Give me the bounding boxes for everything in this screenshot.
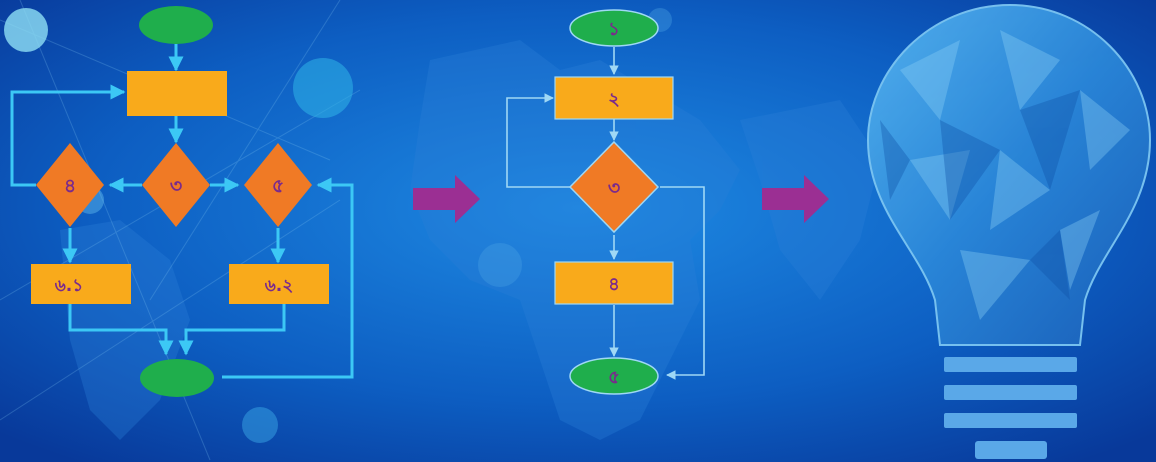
bulb-facets xyxy=(900,30,1130,320)
loop-connector xyxy=(222,177,354,379)
loop-connector xyxy=(10,84,126,187)
left-decision-4-label: ৪ xyxy=(64,175,76,197)
loop-connector xyxy=(506,93,570,188)
left-process-6-1-label: ৬.১ xyxy=(55,276,84,296)
left-decision-5-label: ৫ xyxy=(272,175,284,197)
bulb-base-tip xyxy=(975,441,1047,459)
left-decision-3-label: ৩ xyxy=(170,175,182,197)
left-start-terminal xyxy=(139,6,213,44)
bulb-base-ring xyxy=(944,385,1077,400)
right-arrow-icon xyxy=(413,175,480,223)
bulb-base-ring xyxy=(944,357,1077,372)
left-process-6-2 xyxy=(229,264,329,304)
right-arrow-icon xyxy=(762,175,829,223)
bulb-glass xyxy=(866,3,1152,346)
bulb-facets-dark xyxy=(880,90,1080,300)
center-process-2 xyxy=(554,76,674,120)
left-end-terminal xyxy=(140,359,214,397)
left-process-6-1 xyxy=(31,264,131,304)
center-process-4 xyxy=(554,261,674,305)
exit-connector xyxy=(660,186,705,380)
left-process-6-2-label: ৬.২ xyxy=(265,276,294,296)
center-process-4-label: ৪ xyxy=(608,274,620,295)
connector xyxy=(178,304,286,356)
left-process-box xyxy=(127,71,227,116)
connector xyxy=(68,304,174,356)
center-end-label: ৫ xyxy=(608,367,620,388)
center-flow-connectors xyxy=(506,47,705,380)
lightbulb-icon xyxy=(866,3,1152,459)
center-decision-3 xyxy=(568,140,660,234)
center-start-terminal xyxy=(569,9,659,47)
left-flow-connectors xyxy=(10,44,354,379)
left-flowchart: ৪ ৩ ৫ ৬.১ ৬.২ xyxy=(31,6,329,397)
center-decision-3-label: ৩ xyxy=(608,177,620,199)
center-start-label: ১ xyxy=(608,19,620,40)
left-decision-3 xyxy=(142,143,210,227)
bulb-base-ring xyxy=(944,413,1077,428)
left-decision-5 xyxy=(244,143,312,227)
center-process-2-label: ২ xyxy=(608,89,620,110)
left-decision-4 xyxy=(36,143,104,227)
center-end-terminal xyxy=(569,357,659,395)
center-flowchart: ১ ২ ৩ ৪ ৫ xyxy=(554,9,674,395)
